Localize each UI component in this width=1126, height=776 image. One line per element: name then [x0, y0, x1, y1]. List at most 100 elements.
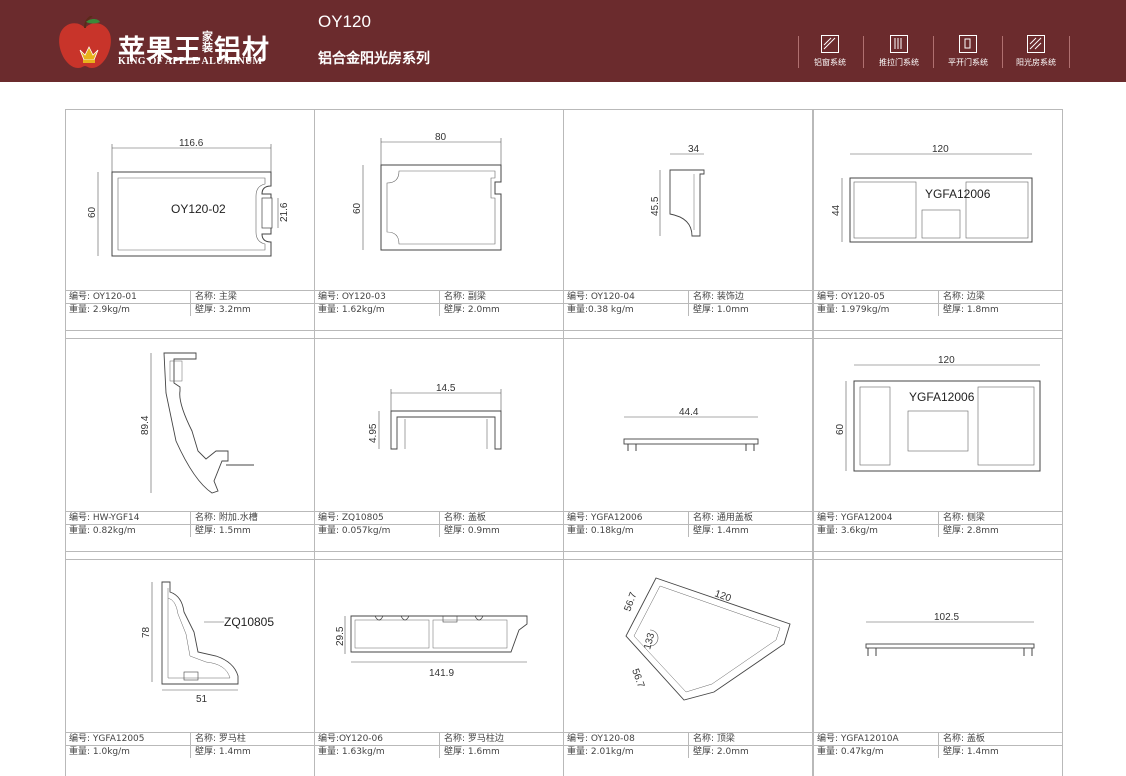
profile-name: 名称: 盖板 — [943, 734, 985, 744]
profile-inner-label: YGFA12006 — [909, 390, 975, 404]
profile-weight: 重量: 0.057kg/m — [315, 525, 440, 537]
dimension-height: 78 — [141, 626, 152, 638]
profile-name: 名称: 罗马柱边 — [444, 734, 504, 744]
nav-separator — [1002, 36, 1003, 68]
dimension-height: 4.95 — [368, 423, 379, 443]
apple-crown-logo-icon — [59, 16, 111, 68]
profile-name: 名称: 边梁 — [943, 292, 985, 302]
dimension-height: 60 — [352, 202, 363, 214]
nav-label: 阳光房系统 — [1016, 58, 1056, 67]
profile-card-oy120-08: 120 56.7 56.7 133 编号: OY120-08 名称: 顶梁 重量:… — [563, 551, 813, 776]
nav-separator — [933, 36, 934, 68]
profile-spec-table: 编号: OY120-01 名称: 主梁 重量: 2.9kg/m 壁厚: 3.2mm — [66, 290, 315, 316]
profile-wall-thickness: 壁厚: 1.8mm — [943, 305, 999, 315]
dimension-upper-left: 56.7 — [622, 591, 639, 613]
profile-drawing: 116.6 60 21.6 OY120-02 — [87, 138, 290, 257]
profile-inner-label: OY120-02 — [171, 202, 226, 216]
profile-name: 名称: 顶梁 — [693, 734, 735, 744]
page-subtitle: 铝合金阳光房系列 — [318, 51, 430, 67]
profile-weight: 重量: 1.62kg/m — [315, 304, 440, 316]
profile-weight: 重量: 1.979kg/m — [814, 304, 939, 316]
profile-drawing: 120 56.7 56.7 133 — [622, 577, 791, 701]
profile-inner-label: ZQ10805 — [224, 615, 274, 629]
profile-weight: 重量: 0.47kg/m — [814, 746, 939, 758]
profile-drawing: 34 45.5 — [650, 144, 705, 237]
brand-name-small: 家装 — [202, 30, 214, 54]
profile-drawing: 80 60 — [352, 132, 502, 251]
profile-card-oy120-03: 80 60 编号: OY120-03 名称: 副梁 重量: 1.62kg/m 壁厚:… — [314, 109, 564, 339]
profile-code: 编号: OY120-08 — [564, 733, 689, 745]
nav-separator — [798, 36, 799, 68]
dimension-angle: 133 — [642, 631, 657, 650]
profile-weight: 重量: 2.9kg/m — [66, 304, 191, 316]
dimension-width: 34 — [688, 144, 700, 155]
casement-door-icon — [959, 35, 977, 53]
profile-name: 名称: 主梁 — [195, 292, 237, 302]
profile-weight: 重量: 1.63kg/m — [315, 746, 440, 758]
nav-item-casement-door-system[interactable]: 平开门系统 — [934, 35, 1002, 69]
nav-item-sunroom-system[interactable]: 阳光房系统 — [1002, 35, 1070, 69]
profile-drawing: 29.5 141.9 — [335, 615, 528, 679]
profile-name: 名称: 罗马柱 — [195, 734, 246, 744]
profile-wall-thickness: 壁厚: 2.8mm — [943, 526, 999, 536]
dimension-height: 60 — [835, 423, 846, 435]
nav-separator — [863, 36, 864, 68]
profile-spec-table: 编号: YGFA12005 名称: 罗马柱 重量: 1.0kg/m 壁厚: 1.4m… — [66, 732, 315, 758]
dimension-slot: 21.6 — [279, 202, 290, 222]
page-header: 苹果王家装铝材 KING OF APPLE ALUMINUM OY120 铝合金… — [0, 0, 1126, 82]
profile-card-oy120-01: 116.6 60 21.6 OY120-02 编号: OY120-01 名称: 主… — [65, 109, 315, 339]
nav-item-window-system[interactable]: 铝窗系统 — [796, 35, 864, 69]
profile-code: 编号: HW-YGF14 — [66, 512, 191, 524]
dimension-width: 116.6 — [179, 138, 204, 149]
profile-drawing: 78 51 ZQ10805 — [141, 581, 274, 705]
brand-logo[interactable]: 苹果王家装铝材 KING OF APPLE ALUMINUM — [56, 10, 286, 74]
dimension-width: 120 — [938, 355, 955, 366]
profile-code: 编号: OY120-05 — [814, 291, 939, 303]
profile-wall-thickness: 壁厚: 2.0mm — [444, 305, 500, 315]
brand-name-en: KING OF APPLE ALUMINUM — [118, 56, 263, 67]
profile-code: 编号: OY120-03 — [315, 291, 440, 303]
profile-wall-thickness: 壁厚: 1.4mm — [943, 747, 999, 757]
profile-name: 名称: 通用盖板 — [693, 513, 753, 523]
brand-name-cn: 苹果王家装铝材 — [118, 30, 270, 66]
window-icon — [821, 35, 839, 53]
dimension-width: 141.9 — [429, 668, 454, 679]
dimension-width: 14.5 — [436, 383, 456, 394]
profile-weight: 重量:0.38 kg/m — [564, 304, 689, 316]
profile-name: 名称: 副梁 — [444, 292, 486, 302]
profile-inner-label: YGFA12006 — [925, 187, 991, 201]
profile-drawing: 102.5 — [865, 612, 1035, 656]
profile-drawing: 89.4 — [140, 352, 254, 494]
dimension-width: 120 — [932, 144, 949, 155]
profile-drawing: 14.5 4.95 — [368, 383, 502, 450]
profile-wall-thickness: 壁厚: 3.2mm — [195, 305, 251, 315]
nav-label: 铝窗系统 — [814, 58, 846, 67]
sunroom-icon — [1027, 35, 1045, 53]
nav-item-sliding-door-system[interactable]: 推拉门系统 — [865, 35, 933, 69]
profile-wall-thickness: 壁厚: 0.9mm — [444, 526, 500, 536]
nav-label: 推拉门系统 — [879, 58, 919, 67]
nav-label: 平开门系统 — [948, 58, 988, 67]
profile-code: 编号: OY120-04 — [564, 291, 689, 303]
dimension-lower-left: 56.7 — [629, 667, 646, 689]
profile-weight: 重量: 1.0kg/m — [66, 746, 191, 758]
dimension-width: 80 — [435, 132, 447, 143]
profile-code: 编号: OY120-01 — [66, 291, 191, 303]
dimension-width: 102.5 — [934, 612, 959, 623]
profile-weight: 重量: 2.01kg/m — [564, 746, 689, 758]
profile-drawing: 120 60 YGFA12006 — [835, 355, 1041, 472]
profile-name: 名称: 侧梁 — [943, 513, 985, 523]
profile-wall-thickness: 壁厚: 1.4mm — [195, 747, 251, 757]
profile-code: 编号: YGFA12005 — [66, 733, 191, 745]
